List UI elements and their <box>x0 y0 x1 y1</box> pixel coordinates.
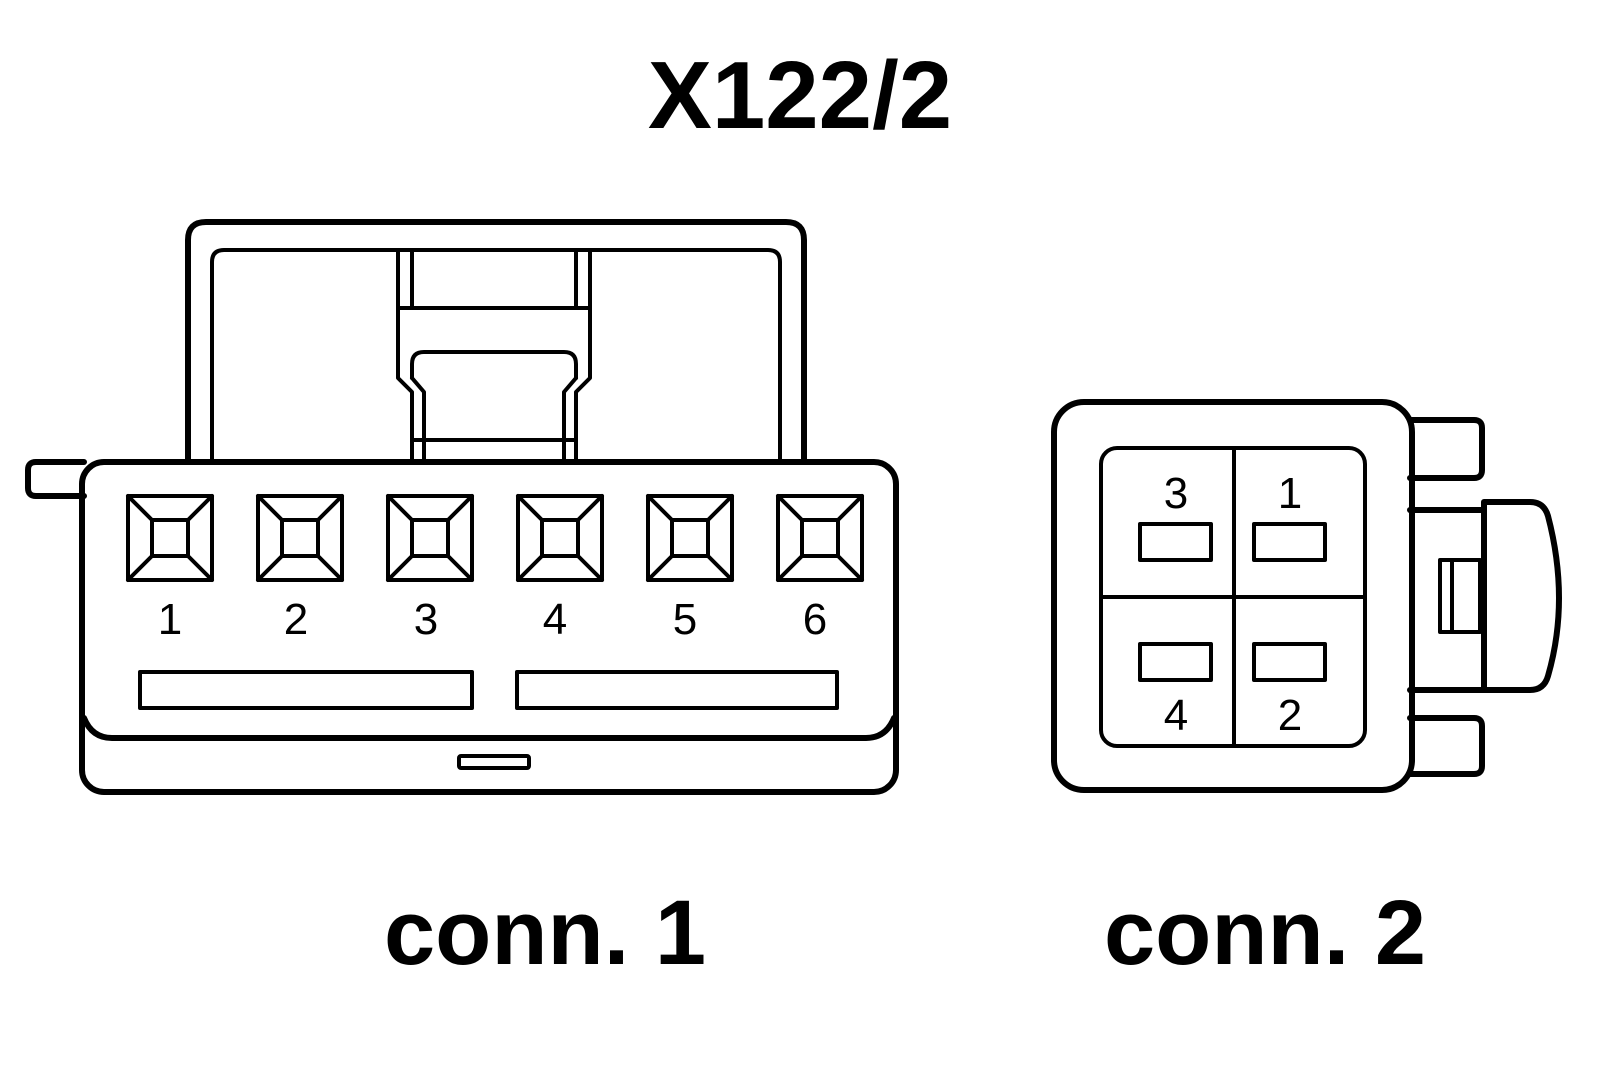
side-rib <box>25 459 87 499</box>
terminal-slot-2 <box>1252 642 1327 682</box>
pin-label-2: 2 <box>284 595 308 644</box>
latch-frame-inner <box>210 248 782 462</box>
lower-slot-right <box>515 670 839 710</box>
connector-2-housing <box>1051 399 1415 793</box>
pin-label-1: 1 <box>1278 469 1302 518</box>
bottom-clip <box>1407 715 1485 777</box>
housing-lower-step <box>81 715 897 741</box>
pin-label-3: 3 <box>414 595 438 644</box>
terminal-slot-1 <box>1252 522 1327 562</box>
pin-cavity-2 <box>256 494 344 582</box>
pin-cavity-6 <box>776 494 864 582</box>
pin-label-5: 5 <box>673 595 697 644</box>
pin-label-4: 4 <box>1164 691 1188 740</box>
pin-cavity-4 <box>516 494 604 582</box>
connector-2: 3 1 4 2 <box>1051 399 1562 793</box>
housing-bottom-notch <box>457 754 531 770</box>
top-clip <box>1407 417 1485 481</box>
pin-label-4: 4 <box>543 595 567 644</box>
pin-cavity-5 <box>646 494 734 582</box>
latch-handle <box>1481 499 1562 693</box>
latch-window <box>1438 558 1482 634</box>
lock-tab <box>396 248 592 462</box>
pin-label-6: 6 <box>803 595 827 644</box>
connector-1-caption: conn. 1 <box>384 882 706 984</box>
lower-slot-left <box>138 670 474 710</box>
pin-cavity-3 <box>386 494 474 582</box>
connector-2-caption: conn. 2 <box>1104 882 1426 984</box>
pin-label-1: 1 <box>158 595 182 644</box>
pin-label-3: 3 <box>1164 469 1188 518</box>
latch-frame-outer <box>185 219 807 463</box>
pin-label-2: 2 <box>1278 691 1302 740</box>
diagram-title: X122/2 <box>648 42 952 149</box>
pin-cavity-1 <box>126 494 214 582</box>
connector-1-pin-labels: 1 2 3 4 5 6 <box>158 595 827 644</box>
connector-1: 1 2 3 4 5 6 <box>25 219 899 795</box>
connector-1-pin-cavities <box>126 494 864 582</box>
terminal-slot-3 <box>1138 522 1213 562</box>
terminal-slot-4 <box>1138 642 1213 682</box>
connector-1-housing <box>79 459 899 795</box>
